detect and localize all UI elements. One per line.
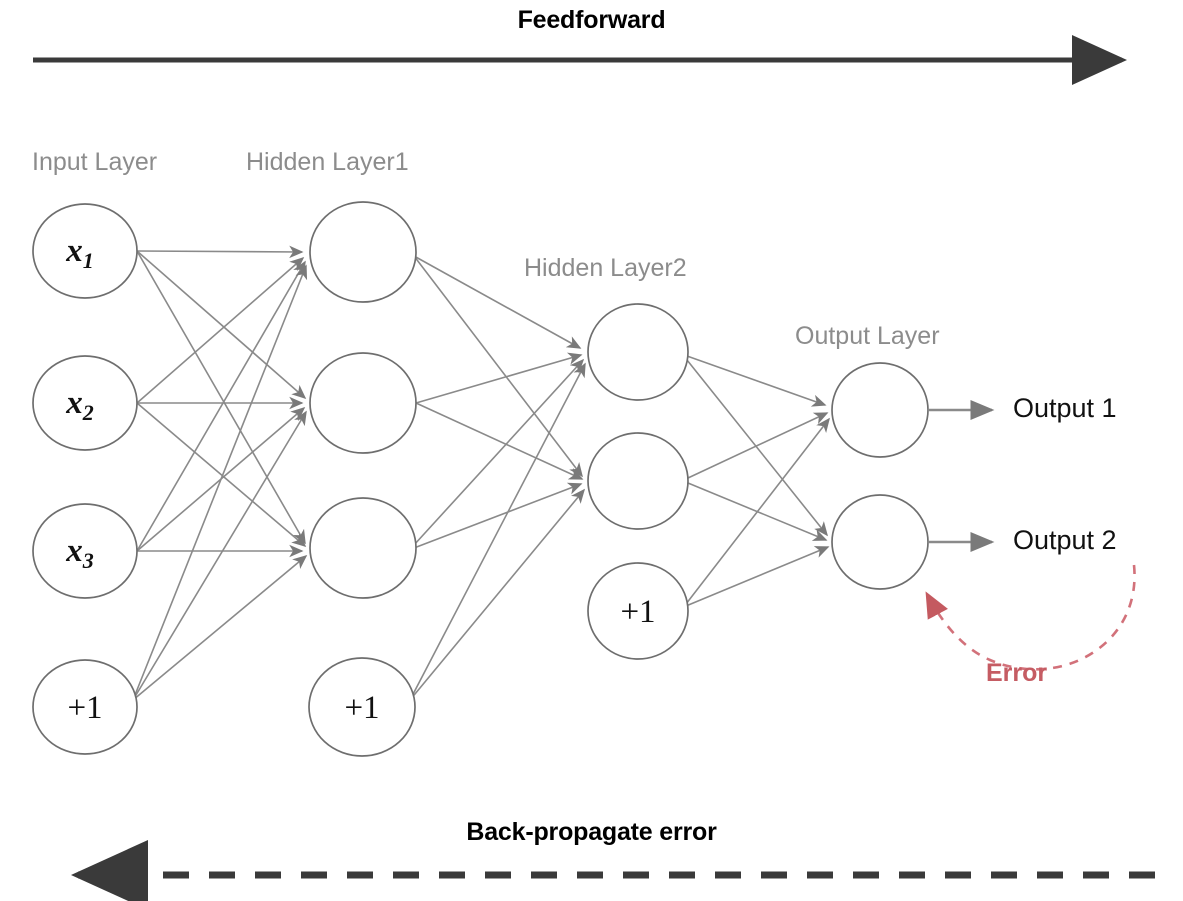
input-node-x3[interactable]: [32, 503, 138, 599]
hidden1-node-bias[interactable]: [308, 657, 416, 757]
hidden2-node-2[interactable]: [587, 432, 689, 530]
layer-hidden1-nodes: +1: [308, 201, 417, 757]
feedforward-label: Feedforward: [517, 6, 666, 34]
layer-label-hidden2: Hidden Layer2: [524, 254, 687, 282]
layer-hidden2-nodes: +1: [587, 303, 689, 660]
input-node-x3-label: x3: [65, 533, 94, 573]
error-label: Error: [986, 659, 1048, 687]
hidden1-node-1[interactable]: [309, 201, 417, 303]
hidden1-node-2[interactable]: [309, 352, 417, 454]
hidden1-node-bias-label: +1: [344, 690, 379, 726]
input-node-x2[interactable]: [32, 355, 138, 451]
output-1-label: Output 1: [1013, 393, 1117, 423]
output-2-label: Output 2: [1013, 525, 1117, 555]
error-curve: [925, 564, 1136, 671]
hidden1-node-3[interactable]: [309, 497, 417, 599]
hidden2-node-bias-label: +1: [620, 594, 655, 630]
layer-label-output: Output Layer: [795, 322, 940, 350]
backpropagate-label: Back-propagate error: [466, 818, 717, 846]
hidden2-node-bias[interactable]: [587, 562, 689, 660]
input-node-x1-label: x1: [65, 233, 94, 273]
input-node-x1[interactable]: [32, 203, 138, 299]
edges-hidden2-to-output: [685, 355, 830, 607]
output-node-1[interactable]: [831, 362, 929, 458]
input-node-bias[interactable]: [32, 659, 138, 755]
edges-input-to-hidden1: [132, 245, 308, 701]
layer-input-nodes: x1 x2 x3 +1: [32, 203, 138, 755]
input-node-x2-label: x2: [65, 385, 94, 425]
layer-output-nodes: [831, 362, 929, 590]
edges-hidden1-to-hidden2: [409, 255, 586, 701]
layer-label-hidden1: Hidden Layer1: [246, 148, 409, 176]
layer-label-input: Input Layer: [32, 148, 158, 176]
output-arrows: [929, 399, 995, 553]
hidden2-node-1[interactable]: [587, 303, 689, 401]
output-node-2[interactable]: [831, 494, 929, 590]
input-node-bias-label: +1: [67, 690, 102, 726]
